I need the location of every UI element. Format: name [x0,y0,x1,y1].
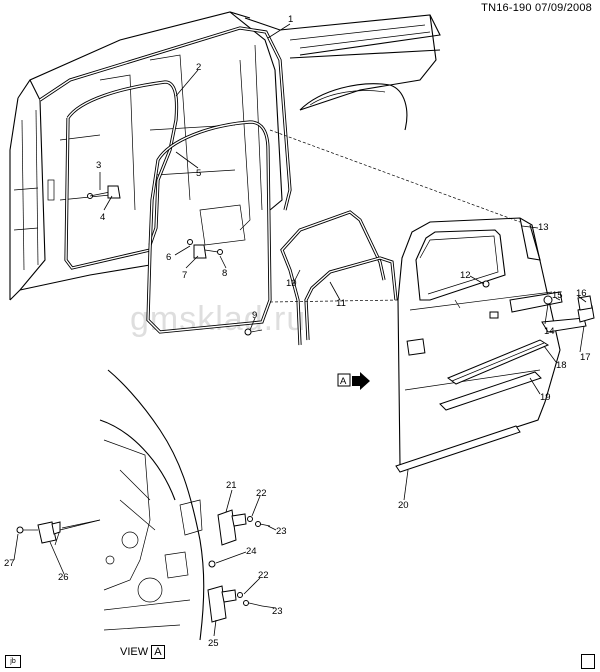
callout-20: 20 [398,500,409,511]
corner-icon [581,654,595,669]
corner-tag: jb [5,655,21,668]
callout-26: 26 [58,572,69,583]
callout-22a: 22 [256,488,267,499]
callout-25: 25 [208,638,219,649]
callout-14: 14 [544,326,555,337]
callout-2: 2 [196,62,201,73]
door-opening-weatherstrip [39,26,292,211]
callout-22b: 22 [258,570,269,581]
callout-7: 7 [182,270,187,281]
callout-23b: 23 [272,606,283,617]
callout-23a: 23 [276,526,287,537]
view-label-text: VIEW [120,646,149,658]
vehicle-body [9,11,441,301]
callout-5: 5 [196,168,201,179]
callout-21: 21 [226,480,237,491]
callout-18: 18 [556,360,567,371]
callout-numbers: 1 2 3 4 5 6 7 8 9 10 11 12 13 14 15 16 1… [4,14,591,649]
callout-15: 15 [552,290,563,301]
callout-9: 9 [252,310,257,321]
diagram-header: TN16-190 07/09/2008 [481,2,592,14]
callout-8: 8 [222,268,227,279]
view-label-letter: A [151,645,165,659]
door-handle-assembly [509,291,595,333]
callout-12: 12 [460,270,471,281]
fasteners-upper [87,185,263,336]
door-moldings [395,339,550,473]
callout-16: 16 [576,288,587,299]
hinge-pin-assembly [16,519,101,544]
window-channels [280,210,398,346]
view-a-arrow [337,372,370,390]
lower-hinge [207,585,263,623]
callout-1: 1 [288,14,293,25]
diagram-code: TN16-190 [481,2,532,14]
callout-27: 27 [4,558,15,569]
callout-10: 10 [286,278,297,289]
callout-3: 3 [96,160,101,171]
rear-door-shell [397,217,561,466]
bolt-24 [208,560,216,568]
dashed-reference-lines [269,129,521,303]
callout-leaders [13,23,587,637]
arrow-label: A [340,376,347,387]
diagram-date: 07/09/2008 [534,2,592,14]
callout-19: 19 [540,392,551,403]
callout-6: 6 [166,252,171,263]
callout-4: 4 [100,212,105,223]
upper-hinge [217,509,271,546]
callout-17: 17 [580,352,591,363]
callout-11: 11 [336,298,346,309]
callout-24: 24 [246,546,257,557]
view-a-detail [54,369,205,641]
callout-13: 13 [538,222,549,233]
view-a-label: VIEW A [120,645,165,659]
upper-door-frame-seal [64,80,179,270]
door-weatherstrip [146,120,272,334]
